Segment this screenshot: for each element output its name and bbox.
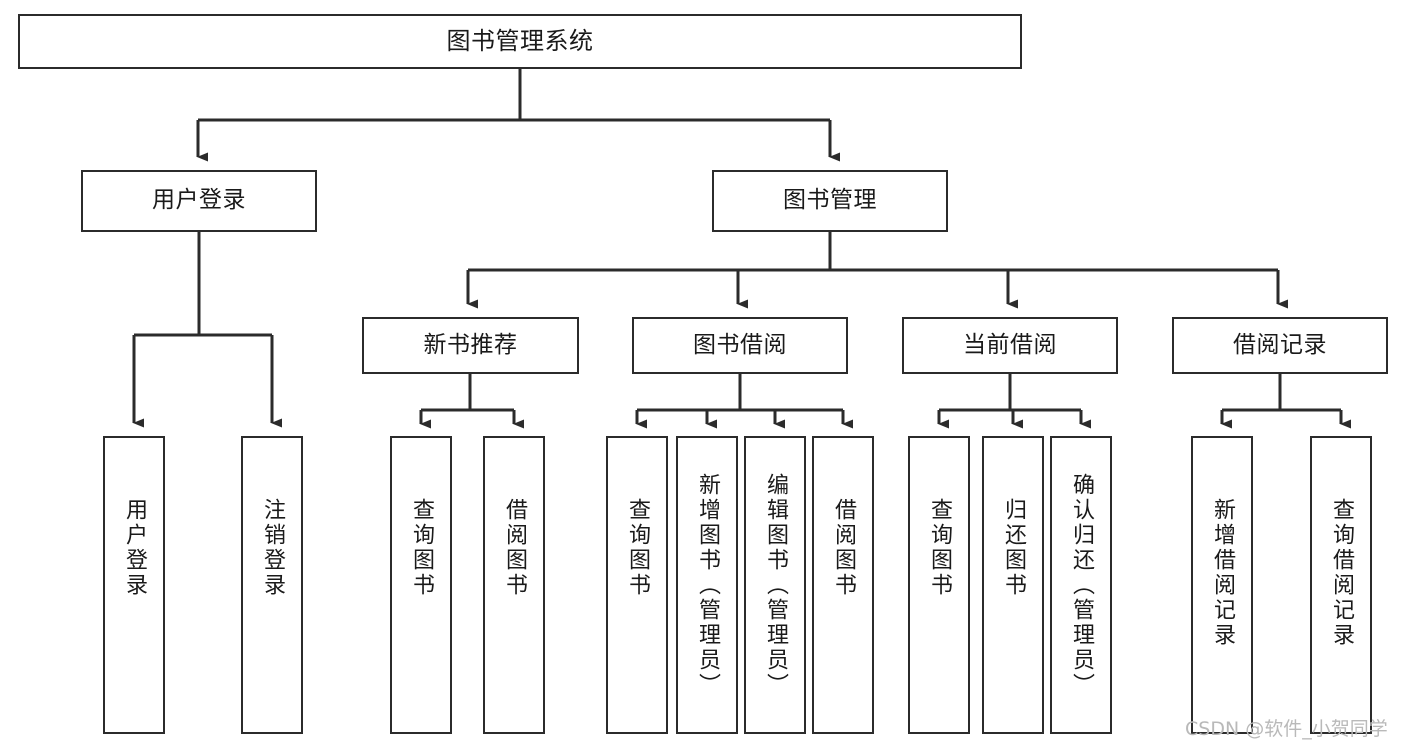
leaf-query-borrow-record[interactable]: 查询借阅记录	[1310, 436, 1372, 734]
node-user-login[interactable]: 用户登录	[81, 170, 317, 232]
node-label: 编辑图书（管理员）	[763, 472, 788, 698]
leaf-user-login[interactable]: 用户登录	[103, 436, 165, 734]
leaf-add-book-admin[interactable]: 新增图书（管理员）	[676, 436, 738, 734]
leaf-logout[interactable]: 注销登录	[241, 436, 303, 734]
node-label: 用户登录	[152, 187, 246, 214]
node-label: 当前借阅	[963, 331, 1057, 358]
node-label: 查询图书	[927, 498, 952, 598]
leaf-borrow-book-borrowing[interactable]: 借阅图书	[812, 436, 874, 734]
node-new-book-recommendation[interactable]: 新书推荐	[362, 317, 579, 374]
node-label: 新增借阅记录	[1210, 498, 1235, 648]
node-label: 借阅图书	[831, 498, 856, 598]
node-label: 查询图书	[625, 498, 650, 598]
leaf-add-borrow-record[interactable]: 新增借阅记录	[1191, 436, 1253, 734]
node-label: 新书推荐	[423, 331, 518, 358]
leaf-edit-book-admin[interactable]: 编辑图书（管理员）	[744, 436, 806, 734]
node-label: 借阅图书	[502, 498, 527, 598]
node-label: 查询借阅记录	[1329, 498, 1354, 648]
leaf-query-book-current[interactable]: 查询图书	[908, 436, 970, 734]
node-label: 确认归还（管理员）	[1069, 472, 1094, 698]
node-label: 图书管理	[783, 187, 877, 214]
node-label: 图书管理系统	[446, 27, 594, 56]
node-label: 用户登录	[122, 498, 147, 598]
node-label: 查询图书	[409, 498, 434, 598]
watermark: CSDN @软件_小贺同学	[1185, 718, 1388, 740]
leaf-query-book-borrowing[interactable]: 查询图书	[606, 436, 668, 734]
leaf-return-book[interactable]: 归还图书	[982, 436, 1044, 734]
node-borrow-record[interactable]: 借阅记录	[1172, 317, 1388, 374]
node-book-management-system[interactable]: 图书管理系统	[18, 14, 1022, 69]
node-label: 注销登录	[260, 498, 285, 598]
leaf-query-book-recommendation[interactable]: 查询图书	[390, 436, 452, 734]
leaf-borrow-book-recommendation[interactable]: 借阅图书	[483, 436, 545, 734]
leaf-confirm-return-admin[interactable]: 确认归还（管理员）	[1050, 436, 1112, 734]
node-label: 借阅记录	[1233, 331, 1327, 358]
node-book-borrowing[interactable]: 图书借阅	[632, 317, 848, 374]
node-label: 新增图书（管理员）	[695, 472, 720, 698]
node-label: 图书借阅	[693, 331, 787, 358]
node-book-management[interactable]: 图书管理	[712, 170, 948, 232]
node-current-borrowing[interactable]: 当前借阅	[902, 317, 1118, 374]
node-label: 归还图书	[1001, 498, 1026, 598]
